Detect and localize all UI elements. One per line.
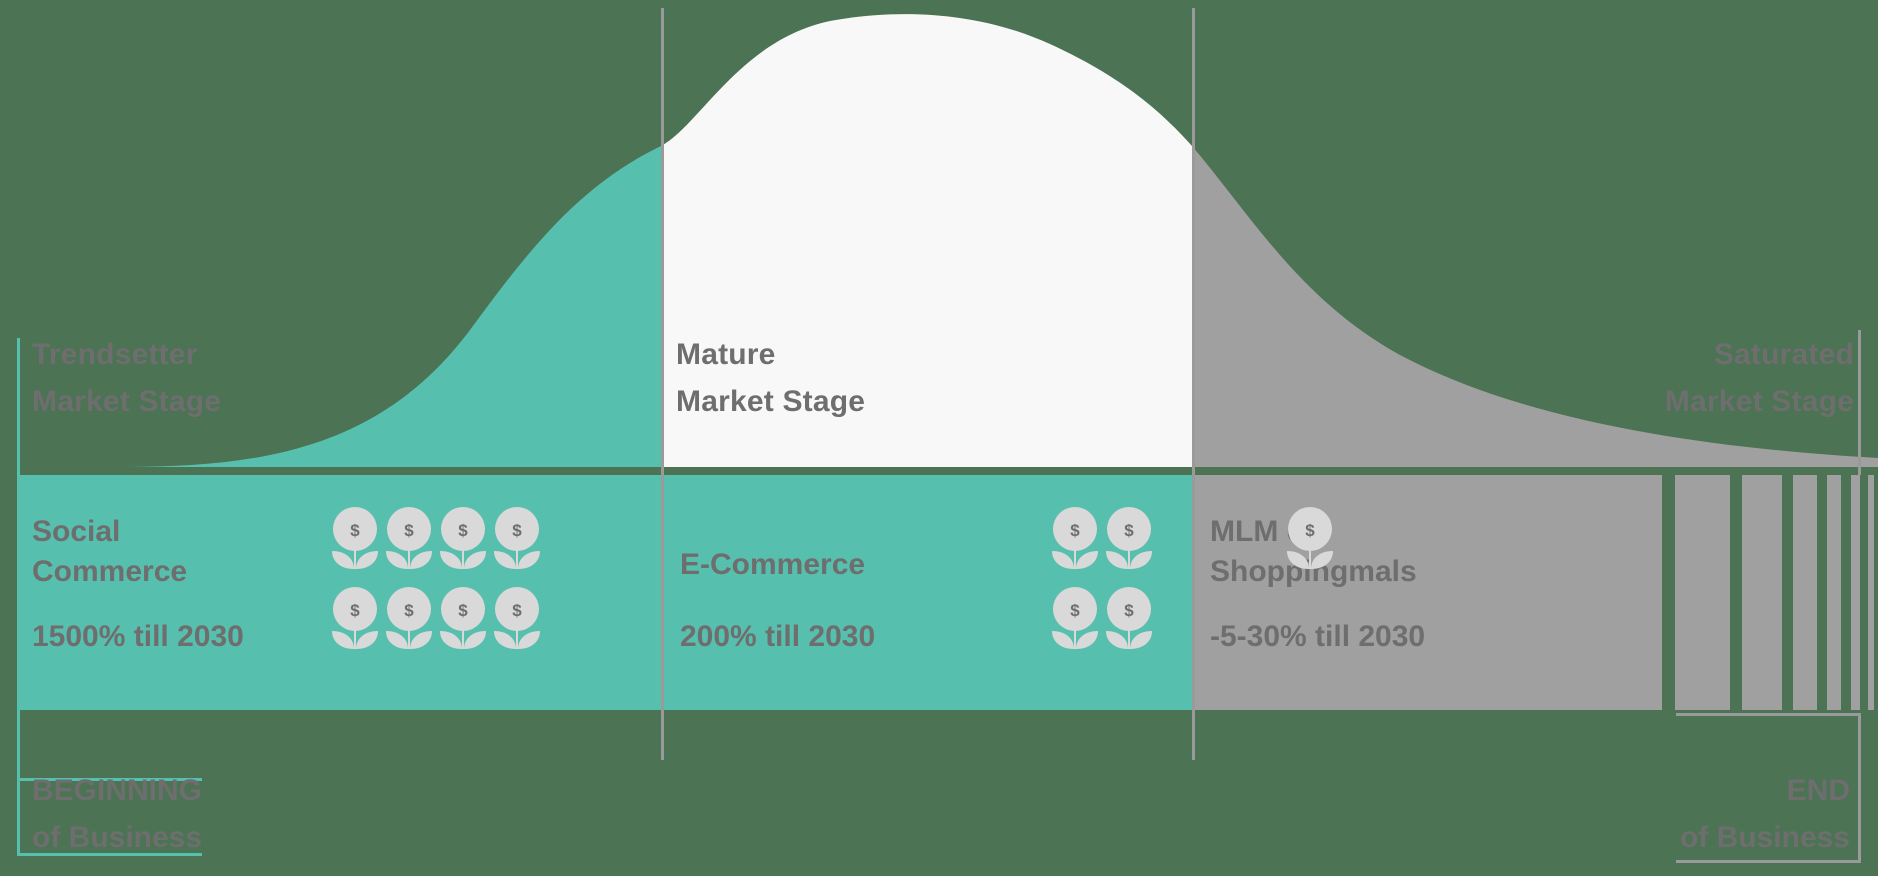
money-flower-icon: $ xyxy=(332,587,378,649)
money-flower-icon: $ xyxy=(332,507,378,569)
money-flower-icon: $ xyxy=(386,587,432,649)
money-flower-icon: $ xyxy=(1106,587,1152,649)
band-value-social-commerce: 1500% till 2030 xyxy=(32,620,244,653)
band-mlm-shoppingmals xyxy=(1195,475,1662,710)
band-label-e-commerce: E-Commerce xyxy=(680,548,866,581)
beginning-bracket-tick-top xyxy=(17,778,202,781)
beginning-bracket-line xyxy=(17,338,20,856)
stage-divider-2 xyxy=(1192,8,1195,760)
svg-text:$: $ xyxy=(350,601,360,620)
dissolve-segment-1 xyxy=(1675,475,1730,710)
money-flower-icon: $ xyxy=(386,507,432,569)
dissolve-segment-6 xyxy=(1868,475,1874,710)
end-bracket-tick-bottom xyxy=(1676,860,1861,863)
dissolve-segment-5 xyxy=(1851,475,1860,710)
stage-divider-3 xyxy=(1858,330,1861,475)
svg-text:$: $ xyxy=(512,601,522,620)
money-flower-group-social: $ $ $ $ $ $ $ $ xyxy=(330,505,542,653)
svg-text:$: $ xyxy=(512,521,522,540)
dissolve-segment-2 xyxy=(1742,475,1782,710)
dissolve-segment-3 xyxy=(1793,475,1817,710)
svg-text:$: $ xyxy=(404,601,414,620)
svg-text:$: $ xyxy=(458,601,468,620)
stage-caption-trendsetter: Trendsetter Market Stage xyxy=(32,338,222,418)
svg-text:$: $ xyxy=(1070,601,1080,620)
svg-text:$: $ xyxy=(404,521,414,540)
band-value-mlm-shoppingmals: -5-30% till 2030 xyxy=(1210,620,1426,653)
svg-text:$: $ xyxy=(1124,521,1134,540)
money-flower-icon: $ xyxy=(440,587,486,649)
money-flower-icon: $ xyxy=(494,587,540,649)
svg-text:$: $ xyxy=(350,521,360,540)
stage-divider-1 xyxy=(661,8,664,760)
svg-text:$: $ xyxy=(458,521,468,540)
money-flower-icon: $ xyxy=(494,507,540,569)
band-value-e-commerce: 200% till 2030 xyxy=(680,620,876,653)
money-flower-icon: $ xyxy=(1106,507,1152,569)
money-flower-group-mlm: $ xyxy=(1285,505,1335,573)
svg-text:$: $ xyxy=(1124,601,1134,620)
band-label-social-commerce: Social Commerce xyxy=(32,515,188,588)
end-bracket-line xyxy=(1858,713,1861,863)
dissolve-segment-4 xyxy=(1827,475,1841,710)
money-flower-group-ecommerce: $ $ $ $ xyxy=(1050,505,1154,653)
svg-text:$: $ xyxy=(1305,521,1315,540)
stage-caption-mature: Mature Market Stage xyxy=(676,338,866,418)
money-flower-icon: $ xyxy=(1287,507,1333,569)
axis-label-beginning: BEGINNING of Business xyxy=(32,774,203,854)
beginning-bracket-tick-bottom xyxy=(17,853,202,856)
svg-text:$: $ xyxy=(1070,521,1080,540)
money-flower-icon: $ xyxy=(1052,507,1098,569)
axis-label-end: END of Business xyxy=(1679,774,1850,854)
band-e-commerce xyxy=(664,475,1192,710)
money-flower-icon: $ xyxy=(1052,587,1098,649)
end-bracket-tick-top xyxy=(1676,713,1861,716)
stage-caption-saturated: Saturated Market Stage xyxy=(1664,338,1854,418)
money-flower-icon: $ xyxy=(440,507,486,569)
